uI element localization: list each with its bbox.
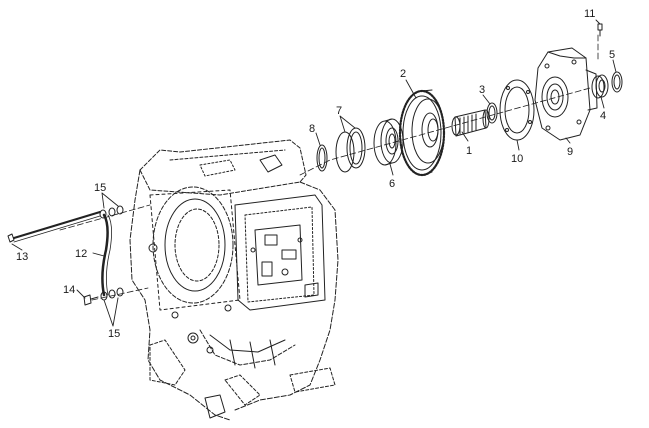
callout-8: 8 (309, 123, 315, 135)
part-3-snap-ring (486, 102, 498, 124)
part-5-snap-ring (611, 71, 623, 93)
callout-10: 10 (511, 153, 523, 165)
callout-15-lower: 15 (108, 328, 120, 340)
part-10-gasket (499, 79, 535, 141)
part-13-tube (7, 211, 101, 243)
transmission-housing (129, 139, 339, 421)
part-6-bearing (373, 118, 404, 166)
callout-15-upper: 15 (94, 182, 106, 194)
callout-5: 5 (609, 49, 615, 61)
part-4-bearing-race (591, 74, 609, 99)
callout-9: 9 (567, 146, 573, 158)
assembly-axis-lines (59, 34, 599, 301)
callout-6: 6 (389, 178, 395, 190)
part-11-screw (597, 23, 603, 37)
callout-13: 13 (16, 251, 28, 263)
callout-7: 7 (336, 105, 342, 117)
callout-leader-lines (11, 19, 617, 327)
callout-4: 4 (600, 110, 606, 122)
part-9-cover (534, 47, 598, 141)
part-1-shaft (451, 109, 490, 137)
part-12-bracket (101, 213, 112, 297)
part-15-o-rings-upper (99, 205, 124, 219)
callout-3: 3 (479, 84, 485, 96)
part-8-snap-ring (316, 144, 328, 172)
part-14-bolt (83, 294, 99, 306)
part-7-seal-rings (335, 127, 366, 173)
callout-12: 12 (75, 248, 87, 260)
callout-labels: 1 2 3 4 5 6 7 8 9 10 11 12 13 14 15 15 (16, 8, 615, 340)
callout-2: 2 (400, 68, 406, 80)
callout-11: 11 (584, 8, 595, 20)
part-2-gear (398, 89, 446, 177)
callout-1: 1 (466, 145, 472, 157)
callout-14: 14 (63, 284, 75, 296)
